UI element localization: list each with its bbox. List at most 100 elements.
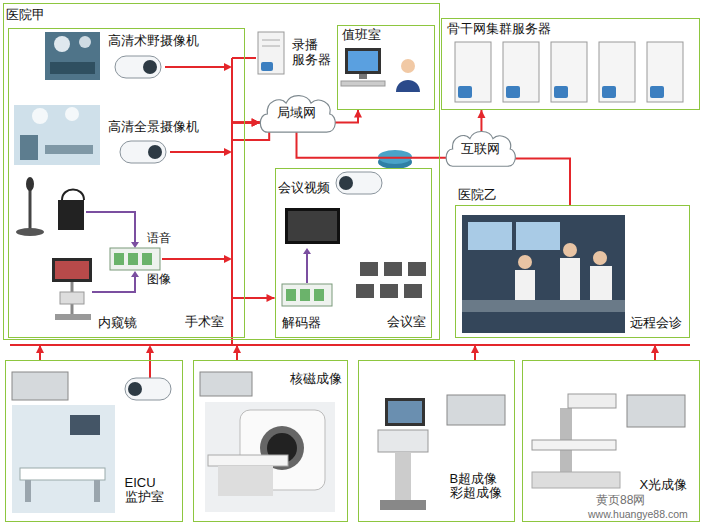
encoder-wire bbox=[162, 258, 224, 260]
camera-lens bbox=[128, 382, 142, 396]
region-box: 骨干网集群服务器 bbox=[441, 18, 700, 110]
arrow-head bbox=[354, 110, 362, 118]
network-connector bbox=[232, 119, 260, 360]
node-label: 会议室 bbox=[387, 315, 426, 330]
region-box: 值班室 bbox=[337, 25, 435, 110]
video-wire bbox=[306, 254, 308, 283]
watermark: www.huangye88.com bbox=[588, 508, 688, 520]
connector-line bbox=[40, 123, 260, 360]
wire-heads bbox=[36, 63, 659, 353]
monitor-device bbox=[12, 372, 68, 400]
control-panel bbox=[378, 430, 428, 452]
surgical-lamp bbox=[54, 36, 70, 52]
doctor-head bbox=[563, 243, 577, 257]
node-label: 局域网 bbox=[277, 106, 316, 121]
voice-wire bbox=[86, 212, 135, 242]
device-port bbox=[286, 289, 296, 301]
device-port bbox=[128, 253, 138, 265]
server-case bbox=[551, 42, 587, 102]
connector-line bbox=[515, 159, 570, 206]
server-disk bbox=[650, 86, 664, 98]
ultrasound-image bbox=[388, 401, 422, 423]
network-connector bbox=[297, 132, 447, 158]
ultrasound-screen bbox=[385, 398, 425, 426]
seat bbox=[360, 262, 378, 276]
cart-column bbox=[395, 452, 411, 500]
server-disk bbox=[554, 86, 568, 98]
seat bbox=[356, 284, 374, 298]
arrow-head bbox=[477, 110, 485, 118]
bed-monitor bbox=[70, 415, 100, 435]
server-slot bbox=[262, 46, 280, 47]
connector-line bbox=[334, 110, 358, 123]
icu-bed bbox=[20, 468, 105, 480]
seat bbox=[404, 284, 422, 298]
cart-screen bbox=[52, 258, 92, 282]
monitor-stand bbox=[359, 74, 367, 79]
network-connector bbox=[40, 119, 260, 360]
hd-camera bbox=[336, 172, 382, 194]
server-case bbox=[503, 42, 539, 102]
cloud-node: 互联网 bbox=[444, 130, 516, 168]
doctor-coat bbox=[590, 266, 612, 300]
server-case bbox=[647, 42, 683, 102]
photo-ground bbox=[12, 405, 115, 513]
hd-camera bbox=[125, 378, 171, 400]
node-label: 手术室 bbox=[185, 315, 224, 330]
operating-table bbox=[45, 145, 93, 154]
desk bbox=[462, 300, 625, 312]
doctor-coat bbox=[515, 270, 535, 300]
server-case bbox=[599, 42, 635, 102]
node-label: 值班室 bbox=[342, 28, 381, 43]
device-case bbox=[110, 248, 160, 270]
person-head bbox=[401, 59, 415, 73]
wall-screen bbox=[468, 222, 512, 250]
hd-camera bbox=[115, 56, 161, 78]
monitor bbox=[345, 48, 381, 74]
bed-leg bbox=[94, 480, 100, 502]
camera-body bbox=[120, 141, 166, 163]
wall-screen bbox=[516, 222, 560, 250]
camera-body bbox=[115, 56, 161, 78]
device-port bbox=[300, 289, 310, 301]
doctor-coat bbox=[560, 258, 580, 300]
cloud-node: 局域网 bbox=[258, 94, 336, 134]
network-connector bbox=[232, 119, 475, 360]
connector-line bbox=[232, 123, 655, 360]
arrow-head bbox=[252, 119, 260, 127]
photo-ground bbox=[14, 105, 100, 165]
cloud-outline bbox=[446, 131, 515, 166]
operating-room-photo bbox=[14, 105, 100, 165]
seat bbox=[408, 262, 426, 276]
annotation-label: 会议视频 bbox=[278, 181, 330, 196]
arrow-head bbox=[303, 248, 311, 254]
seat bbox=[384, 262, 402, 276]
camera-lens bbox=[339, 176, 353, 190]
connector-line bbox=[232, 132, 275, 299]
network-connector bbox=[245, 119, 260, 127]
network-connector bbox=[477, 110, 485, 132]
server-disk bbox=[506, 86, 520, 98]
camera-body bbox=[125, 378, 171, 400]
annotation-label: 高清术野摄像机 bbox=[108, 34, 199, 49]
photo-ground bbox=[205, 402, 335, 512]
device-port bbox=[314, 289, 324, 301]
device-case bbox=[282, 284, 332, 306]
arrow-head bbox=[267, 294, 275, 302]
annotation-label: 图像 bbox=[147, 273, 171, 287]
doctor-head bbox=[518, 255, 532, 269]
region-box: EICU 监护室 bbox=[5, 360, 183, 522]
microphone bbox=[16, 177, 44, 236]
person-body bbox=[396, 80, 420, 92]
region-title: 医院甲 bbox=[6, 8, 45, 23]
recording-server bbox=[258, 32, 284, 74]
x-ray-table bbox=[532, 440, 616, 450]
cloud-outline bbox=[260, 95, 335, 132]
camera-wire bbox=[170, 151, 224, 153]
cart-base bbox=[380, 500, 426, 510]
imaging-device bbox=[627, 395, 685, 427]
node-label: EICU 监护室 bbox=[125, 476, 169, 506]
